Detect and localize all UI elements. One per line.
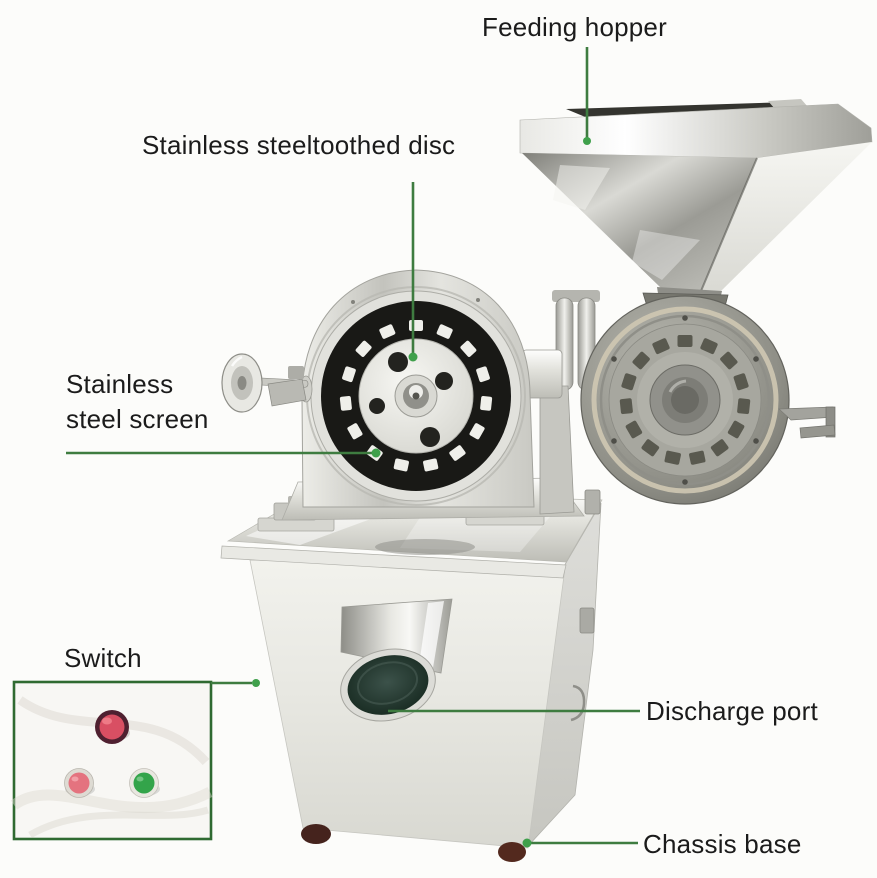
label-screen: Stainless steel screen bbox=[66, 367, 209, 437]
switch-button-green bbox=[129, 768, 160, 798]
leader-lines bbox=[66, 47, 640, 848]
discharge-port-part bbox=[340, 598, 453, 722]
feeding-hopper-part bbox=[519, 99, 873, 317]
label-screen-line1: Stainless bbox=[66, 369, 174, 399]
door-disc-part bbox=[580, 292, 836, 505]
label-screen-line2: steel screen bbox=[66, 404, 209, 434]
switch-button-pink bbox=[64, 768, 95, 798]
label-feeding-hopper-text: Feeding hopper bbox=[482, 12, 667, 42]
label-chassis-base-text: Chassis base bbox=[643, 829, 802, 859]
toothed-disc-rotor bbox=[358, 338, 474, 454]
label-switch: Switch bbox=[64, 645, 142, 671]
label-discharge-port-text: Discharge port bbox=[646, 696, 818, 726]
chassis-foot-right bbox=[498, 842, 526, 862]
label-chassis-base: Chassis base bbox=[643, 831, 801, 857]
door-latch bbox=[778, 406, 836, 439]
label-feeding-hopper: Feeding hopper bbox=[482, 14, 667, 40]
hinge-column bbox=[521, 290, 600, 515]
label-toothed-disc: Stainless steeltoothed disc bbox=[142, 132, 455, 158]
label-discharge-port: Discharge port bbox=[646, 698, 818, 724]
label-switch-text: Switch bbox=[64, 643, 142, 673]
switch-button-red bbox=[95, 710, 130, 744]
switch-inset bbox=[10, 680, 213, 841]
chassis-foot-left bbox=[301, 824, 331, 844]
label-toothed-disc-text: Stainless steeltoothed disc bbox=[142, 130, 456, 160]
handwheel-part bbox=[221, 353, 313, 413]
grinding-chamber-part bbox=[301, 269, 535, 508]
